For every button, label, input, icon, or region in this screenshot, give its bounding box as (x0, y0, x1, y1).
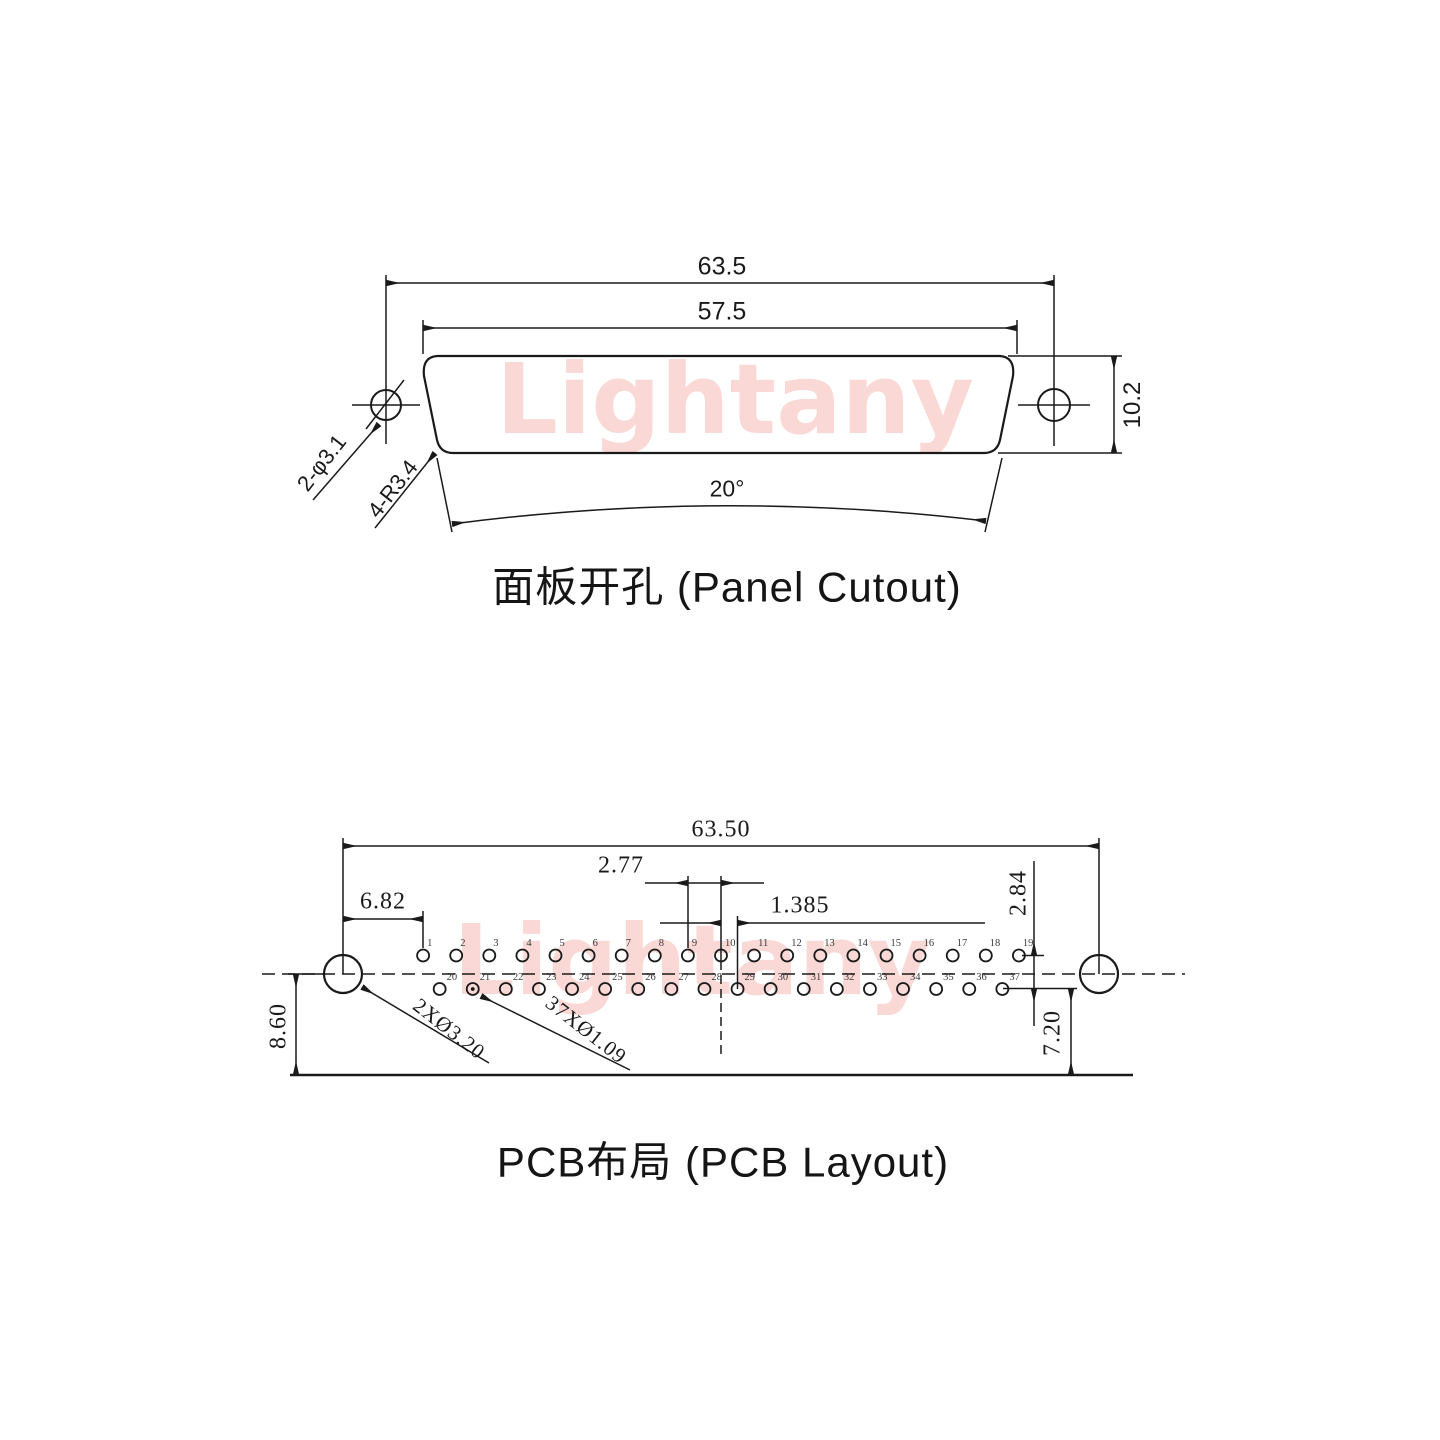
pin-hole-33 (863, 982, 877, 996)
pin-hole-29 (730, 982, 745, 996)
pin-hole-number-14: 14 (857, 937, 868, 949)
pin-hole-number-32: 32 (843, 972, 855, 983)
pin-holes-top-row (416, 948, 1026, 963)
pin-hole-number-1: 1 (427, 937, 433, 949)
pin-hole-26 (631, 982, 646, 996)
pin-hole-27 (664, 982, 679, 996)
dim-pcb-row-spacing: 2.84 (1005, 870, 1032, 916)
angle-arc (451, 504, 987, 528)
pin-hole-number-5: 5 (559, 937, 565, 949)
pin-hole-number-19: 19 (1022, 937, 1034, 949)
pin-hole-4 (515, 948, 530, 963)
pin-hole-number-26: 26 (645, 972, 656, 983)
pin-hole-35 (929, 982, 944, 996)
pin-hole-number-24: 24 (579, 972, 590, 983)
pin-hole-2 (449, 948, 464, 963)
pin-hole-31 (796, 982, 811, 996)
pin-hole-number-8: 8 (658, 937, 665, 949)
pin-hole-center-dot (470, 987, 475, 991)
pin-hole-number-10: 10 (725, 937, 736, 949)
pin-hole-number-36: 36 (976, 972, 987, 983)
pin-hole-number-11: 11 (758, 937, 769, 949)
pin-hole-number-13: 13 (824, 937, 835, 949)
pin-hole-9 (681, 948, 695, 963)
pin-hole-22 (498, 982, 513, 996)
pin-hole-5 (548, 948, 563, 963)
pin-hole-6 (581, 948, 596, 963)
pin-hole-34 (896, 982, 910, 996)
pin-hole-3 (482, 948, 497, 963)
dim-pcb-right-height: 7.20 (1039, 1010, 1066, 1056)
pin-hole-25 (598, 982, 613, 996)
leader-corner-radius (374, 451, 438, 529)
pin-hole-24 (565, 982, 579, 996)
pin-hole-28 (697, 982, 712, 996)
pin-hole-12 (780, 948, 795, 963)
pin-hole-number-30: 30 (777, 972, 789, 983)
dim-panel-overall-width: 63.5 (697, 252, 747, 281)
pin-hole-36 (962, 982, 977, 996)
pin-hole-13 (813, 948, 828, 963)
pin-hole-number-3: 3 (493, 937, 499, 949)
pin-hole-16 (912, 948, 927, 963)
pin-hole-15 (879, 948, 894, 963)
leader-mount-hole (312, 421, 382, 501)
pin-hole-10 (714, 948, 728, 963)
pin-hole-number-25: 25 (612, 972, 623, 983)
pin-hole-number-35: 35 (943, 972, 954, 983)
watermark-top: Lightany (496, 343, 974, 457)
pin-hole-37 (995, 982, 1010, 996)
panel-cutout-outline (422, 354, 1015, 455)
pin-hole-1 (416, 948, 431, 963)
pin-hole-7 (614, 948, 629, 963)
pin-hole-number-23: 23 (545, 972, 557, 983)
pin-hole-23 (532, 982, 546, 996)
pin-hole-number-29: 29 (744, 972, 756, 983)
dim-panel-angle: 20° (709, 475, 745, 502)
pin-hole-11 (747, 948, 761, 963)
pin-hole-number-27: 27 (678, 972, 689, 983)
pin-hole-number-21: 21 (479, 972, 491, 983)
dim-panel-height: 10.2 (1119, 381, 1146, 429)
pin-hole-number-20: 20 (446, 972, 458, 983)
panel-cutout-title: 面板开孔 (Panel Cutout) (492, 563, 962, 611)
pin-hole-number-9: 9 (691, 937, 698, 949)
pin-hole-number-18: 18 (989, 937, 1001, 949)
pin-hole-number-22: 22 (512, 972, 524, 983)
leader-pin-holes (479, 993, 631, 1071)
pin-holes-bottom-row (432, 982, 1010, 996)
pin-hole-number-4: 4 (526, 937, 532, 949)
pin-hole-number-12: 12 (791, 937, 802, 949)
pin-hole-19 (1012, 948, 1026, 963)
pin-hole-17 (945, 948, 960, 963)
dim-pcb-overall-width: 63.50 (691, 816, 751, 843)
pin-hole-32 (829, 982, 844, 996)
pin-hole-number-33: 33 (876, 972, 888, 983)
pin-hole-number-2: 2 (460, 937, 466, 949)
dim-pcb-pin-pitch: 2.77 (598, 852, 644, 879)
dim-pcb-half-pitch: 1.385 (770, 892, 830, 919)
pin-hole-30 (763, 982, 778, 996)
pcb-layout-title: PCB布局 (PCB Layout) (496, 1138, 950, 1186)
dim-pcb-edge-to-pin1: 6.82 (360, 888, 406, 915)
leader-pcb-mount-holes (360, 984, 490, 1064)
pin-hole-number-37: 37 (1009, 972, 1020, 983)
pin-hole-14 (846, 948, 861, 963)
pin-hole-number-15: 15 (890, 937, 902, 949)
pin-hole-number-28: 28 (711, 972, 722, 983)
dim-panel-cutout-width: 57.5 (697, 297, 747, 326)
dim-pcb-left-height: 8.60 (265, 1003, 292, 1049)
pin-hole-number-34: 34 (910, 972, 921, 983)
pin-hole-number-16: 16 (923, 937, 935, 949)
pin-hole-21 (465, 982, 480, 996)
pin-hole-18 (978, 948, 993, 963)
pin-hole-number-31: 31 (810, 972, 822, 983)
pin-hole-20 (432, 982, 447, 996)
pin-hole-8 (647, 948, 662, 963)
pin-hole-number-6: 6 (592, 937, 598, 949)
pin-hole-number-7: 7 (625, 937, 631, 949)
pin-hole-number-17: 17 (956, 937, 968, 949)
